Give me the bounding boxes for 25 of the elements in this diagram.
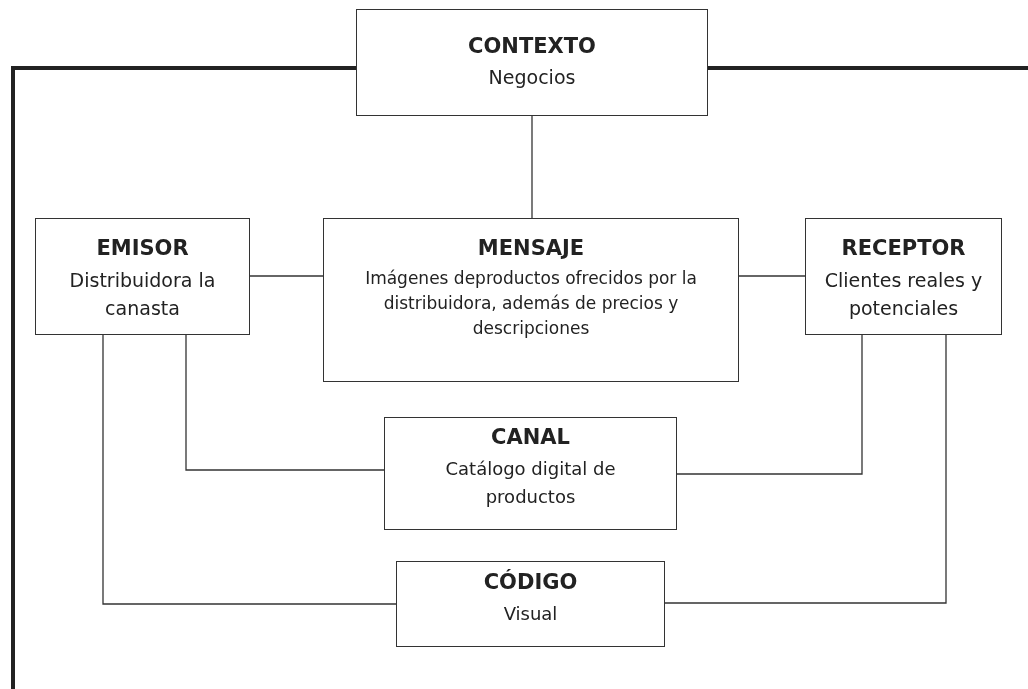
connector-line — [676, 334, 863, 475]
box-heading: RECEPTOR — [841, 235, 966, 262]
box-heading: CANAL — [491, 424, 570, 451]
connector-line — [531, 115, 533, 219]
concept-box — [396, 561, 665, 647]
connector-line — [185, 334, 385, 471]
connector-line — [102, 334, 397, 605]
concept-box — [323, 218, 739, 382]
box-description: Distribuidora la canasta — [68, 268, 217, 321]
box-heading: CÓDIGO — [483, 568, 578, 596]
box-heading: EMISOR — [96, 235, 189, 262]
box-description: Catálogo digital de productos — [444, 457, 617, 509]
connector-line — [738, 275, 806, 277]
box-heading: CONTEXTO — [468, 33, 596, 60]
connector-line — [664, 334, 947, 604]
concept-box — [805, 218, 1002, 335]
box-description: Imágenes deproductos ofrecidos por la distribuidora, además de precios y descripciones — [364, 267, 698, 340]
box-description: Clientes reales y potenciales — [823, 268, 984, 321]
concept-box — [384, 417, 677, 530]
concept-box — [356, 9, 708, 116]
box-description: Negocios — [488, 65, 576, 90]
box-description: Visual — [503, 602, 558, 626]
box-heading: MENSAJE — [477, 235, 585, 262]
connector-line — [249, 275, 324, 277]
concept-box — [35, 218, 250, 335]
